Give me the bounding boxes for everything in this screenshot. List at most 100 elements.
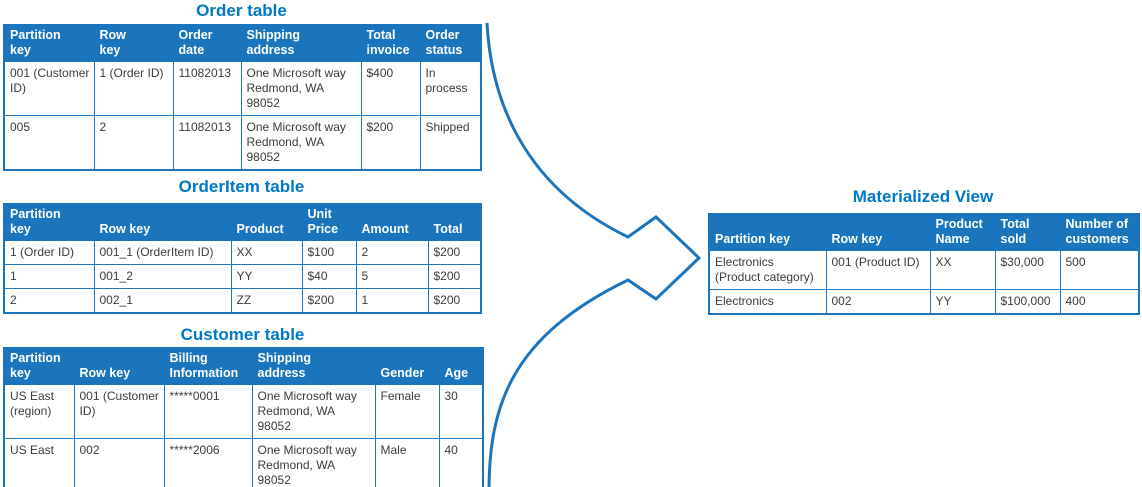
table-cell: $200 (360, 115, 421, 171)
table-cell: 001 (Customer ID) (3, 61, 95, 116)
column-header: Product (230, 203, 303, 241)
customer-table-title: Customer table (180, 325, 305, 344)
table-cell: One Microsoft way Redmond, WA 98052 (251, 384, 376, 439)
table-cell: $100 (301, 240, 357, 265)
table-cell: XX (929, 250, 996, 290)
table-cell: $200 (427, 240, 482, 265)
table-cell: 1 (3, 264, 95, 289)
column-header: Total sold (994, 213, 1061, 251)
table-row: Electronics (Product category)001 (Produ… (708, 250, 1140, 290)
table-cell: $200 (301, 288, 357, 314)
column-header: Partition key (708, 213, 827, 251)
column-header: Row key (93, 24, 174, 62)
table-cell: US East (region) (3, 384, 75, 439)
table-cell: YY (929, 289, 996, 315)
column-header: Total invoice (360, 24, 421, 62)
column-header: Gender (374, 347, 440, 385)
table-cell: $30,000 (994, 250, 1061, 290)
table-cell: Male (374, 438, 440, 487)
table-cell: 40 (438, 438, 484, 487)
table-cell: Electronics (708, 289, 827, 315)
table-cell: 2 (93, 115, 174, 171)
orderitem-table-title: OrderItem table (178, 177, 305, 196)
table-cell: One Microsoft way Redmond, WA 98052 (240, 61, 362, 116)
table-cell: 1 (355, 288, 429, 314)
column-header: Shipping address (251, 347, 376, 385)
table-cell: 30 (438, 384, 484, 439)
table-cell: US East (3, 438, 75, 487)
table-cell: 002 (825, 289, 931, 315)
column-header: Partition key (3, 203, 95, 241)
table-cell: 1 (Order ID) (3, 240, 95, 265)
table-cell: $400 (360, 61, 421, 116)
column-header: Row key (825, 213, 931, 251)
table-cell: 11082013 (172, 61, 242, 116)
table-cell: 2 (3, 288, 95, 314)
table-cell: YY (230, 264, 303, 289)
column-header: Shipping address (240, 24, 362, 62)
table-cell: $200 (427, 288, 482, 314)
table-cell: 005 (3, 115, 95, 171)
table-row: US East (region)001 (Customer ID)*****00… (3, 384, 484, 439)
table-cell: 1 (Order ID) (93, 61, 174, 116)
table-cell: 002 (73, 438, 165, 487)
table-cell: One Microsoft way Redmond, WA 98052 (240, 115, 362, 171)
column-header: Partition key (3, 24, 95, 62)
column-header: Order status (419, 24, 482, 62)
table-cell: XX (230, 240, 303, 265)
column-header: Partition key (3, 347, 75, 385)
order-table-title: Order table (196, 1, 287, 20)
table-cell: 2 (355, 240, 429, 265)
table-cell: Electronics (Product category) (708, 250, 827, 290)
merge-arrow-path (485, 22, 702, 487)
table-cell: 001_2 (93, 264, 232, 289)
table-cell: $200 (427, 264, 482, 289)
table-cell: *****2006 (163, 438, 253, 487)
table-cell: 11082013 (172, 115, 242, 171)
table-cell: One Microsoft way Redmond, WA 98052 (251, 438, 376, 487)
table-cell: 500 (1059, 250, 1140, 290)
table-cell: Female (374, 384, 440, 439)
column-header: Total (427, 203, 482, 241)
table-cell: $100,000 (994, 289, 1061, 315)
table-cell: 001 (Customer ID) (73, 384, 165, 439)
column-header: Billing Information (163, 347, 253, 385)
column-header: Unit Price (301, 203, 357, 241)
column-header: Product Name (929, 213, 996, 251)
materialized-view-title: Materialized View (852, 187, 994, 206)
column-header: Number of customers (1059, 213, 1140, 251)
table-cell: 002_1 (93, 288, 232, 314)
table-cell: $40 (301, 264, 357, 289)
table-cell: 5 (355, 264, 429, 289)
table-cell: 400 (1059, 289, 1140, 315)
column-header: Age (438, 347, 484, 385)
table-cell: ZZ (230, 288, 303, 314)
column-header: Order date (172, 24, 242, 62)
table-cell: 001_1 (OrderItem ID) (93, 240, 232, 265)
column-header: Row key (73, 347, 165, 385)
table-cell: Shipped (419, 115, 482, 171)
column-header: Row key (93, 203, 232, 241)
table-cell: In process (419, 61, 482, 116)
table-cell: 001 (Product ID) (825, 250, 931, 290)
